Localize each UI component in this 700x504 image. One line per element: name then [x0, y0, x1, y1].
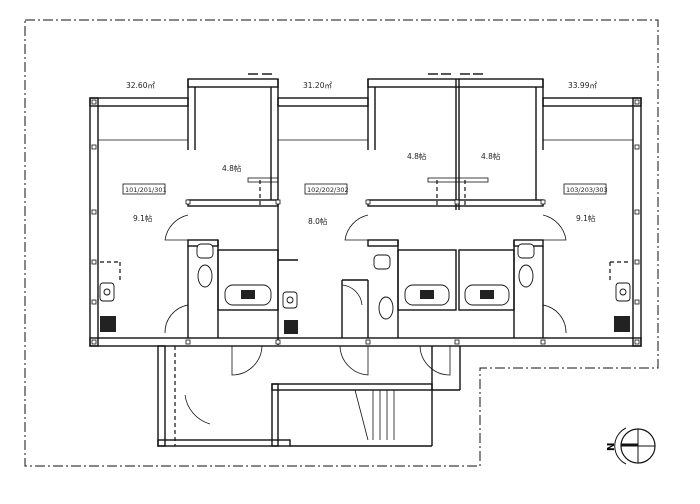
room-size-unit-b-main: 8.0帖	[308, 216, 328, 226]
unit-number-b: 102/202/302	[307, 186, 349, 194]
north-compass-icon: N	[606, 427, 656, 465]
unit-number-box-b	[304, 183, 348, 195]
area-label-unit-c: 33.99㎡	[568, 81, 597, 90]
area-label-unit-a: 32.60㎡	[126, 81, 155, 90]
doors	[164, 214, 567, 425]
unit-number-box-c	[563, 183, 607, 195]
bath-fixtures	[99, 243, 631, 334]
area-label-unit-b: 31.20㎡	[303, 81, 332, 90]
stair-entry	[157, 345, 461, 447]
room-size-unit-a-western: 4.8帖	[222, 163, 242, 173]
unit-number-box-a	[122, 183, 166, 195]
room-size-unit-c-western: 4.8帖	[481, 151, 501, 161]
north-label: N	[606, 443, 617, 451]
room-size-unit-b-western: 4.8帖	[407, 151, 427, 161]
unit-number-c: 103/203/303	[566, 186, 608, 194]
room-size-unit-c-main: 9.1帖	[576, 213, 596, 223]
building-walls	[89, 78, 642, 347]
unit-number-a: 101/201/301	[125, 186, 167, 194]
interior-walls	[187, 177, 544, 338]
site-boundary	[24, 19, 659, 467]
column-markers	[91, 99, 640, 345]
room-size-unit-a-main: 9.1帖	[133, 213, 153, 223]
